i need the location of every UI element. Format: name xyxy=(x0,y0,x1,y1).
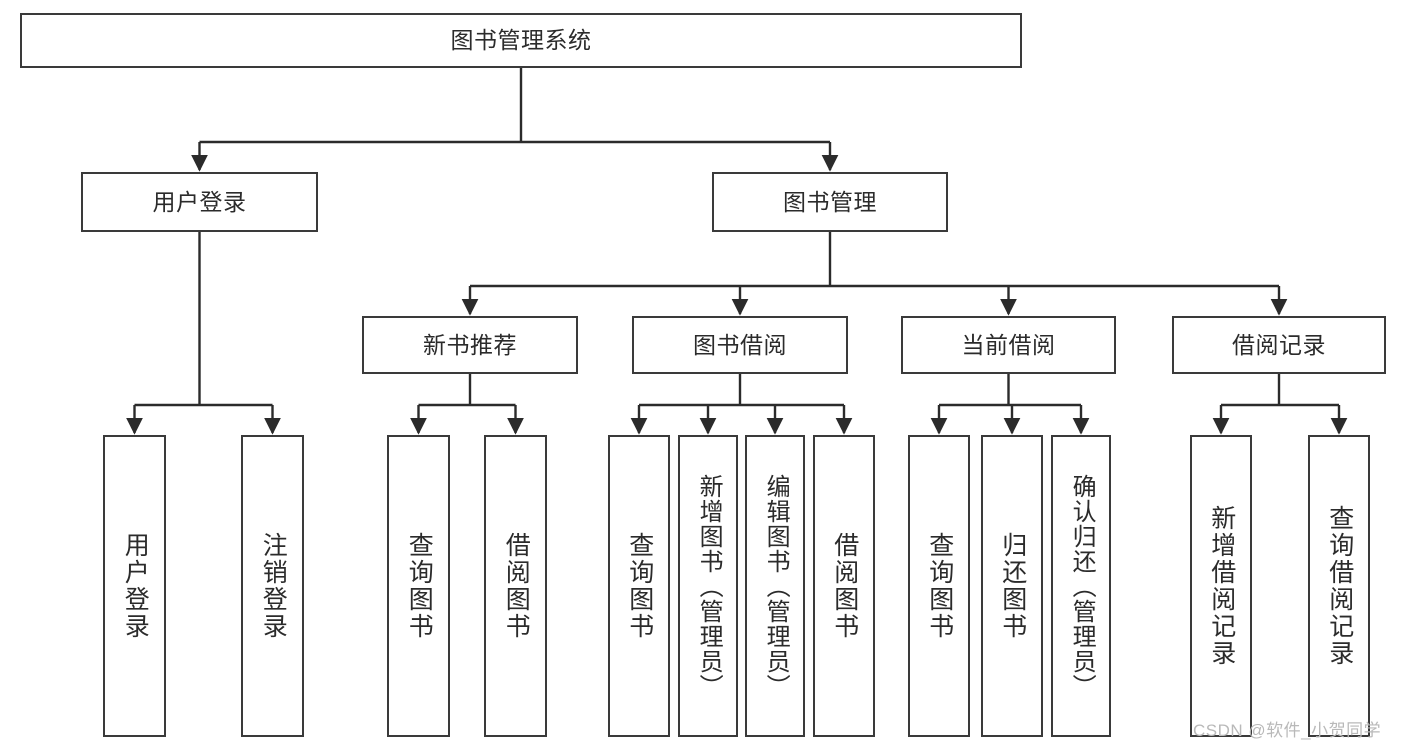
node-label: 借阅图书 xyxy=(830,532,859,640)
node-label: 用户登录 xyxy=(152,188,247,215)
node-label: 新书推荐 xyxy=(423,331,517,358)
node-leaf-query-book-3[interactable]: 查询图书 xyxy=(908,435,970,737)
node-label: 确认归还（管理员） xyxy=(1068,473,1096,699)
node-user-login[interactable]: 用户登录 xyxy=(81,172,318,232)
node-label: 新增借阅记录 xyxy=(1207,505,1236,667)
node-leaf-add-record[interactable]: 新增借阅记录 xyxy=(1190,435,1252,737)
node-label: 注销登录 xyxy=(259,532,288,640)
node-label: 借阅记录 xyxy=(1232,331,1326,358)
node-leaf-add-book[interactable]: 新增图书（管理员） xyxy=(678,435,738,737)
node-leaf-confirm-return[interactable]: 确认归还（管理员） xyxy=(1051,435,1111,737)
node-leaf-borrow-book-2[interactable]: 借阅图书 xyxy=(813,435,875,737)
node-root[interactable]: 图书管理系统 xyxy=(20,13,1022,68)
node-leaf-logout[interactable]: 注销登录 xyxy=(241,435,304,737)
node-leaf-query-book-1[interactable]: 查询图书 xyxy=(387,435,450,737)
node-label: 借阅图书 xyxy=(502,532,531,640)
node-label: 查询图书 xyxy=(925,532,954,640)
node-borrow-record[interactable]: 借阅记录 xyxy=(1172,316,1386,374)
node-current-borrow[interactable]: 当前借阅 xyxy=(901,316,1116,374)
node-leaf-query-book-2[interactable]: 查询图书 xyxy=(608,435,670,737)
node-label: 新增图书（管理员） xyxy=(695,473,723,699)
node-leaf-user-login[interactable]: 用户登录 xyxy=(103,435,166,737)
node-label: 用户登录 xyxy=(121,532,150,640)
node-book-management[interactable]: 图书管理 xyxy=(712,172,948,232)
csdn-watermark: CSDN @软件_小贺同学 xyxy=(1193,721,1382,740)
node-label: 当前借阅 xyxy=(961,331,1056,358)
node-new-book-recommend[interactable]: 新书推荐 xyxy=(362,316,578,374)
node-label: 编辑图书（管理员） xyxy=(762,473,790,699)
node-leaf-query-record[interactable]: 查询借阅记录 xyxy=(1308,435,1370,737)
node-book-borrow[interactable]: 图书借阅 xyxy=(632,316,848,374)
node-label: 查询图书 xyxy=(625,532,654,640)
node-label: 归还图书 xyxy=(998,532,1027,640)
node-leaf-edit-book[interactable]: 编辑图书（管理员） xyxy=(745,435,805,737)
node-label: 查询图书 xyxy=(405,532,434,640)
node-leaf-borrow-book-1[interactable]: 借阅图书 xyxy=(484,435,547,737)
node-label: 图书管理系统 xyxy=(450,27,592,53)
node-leaf-return-book[interactable]: 归还图书 xyxy=(981,435,1043,737)
node-label: 图书管理 xyxy=(783,188,877,215)
node-label: 查询借阅记录 xyxy=(1325,505,1354,667)
node-label: 图书借阅 xyxy=(693,331,787,358)
